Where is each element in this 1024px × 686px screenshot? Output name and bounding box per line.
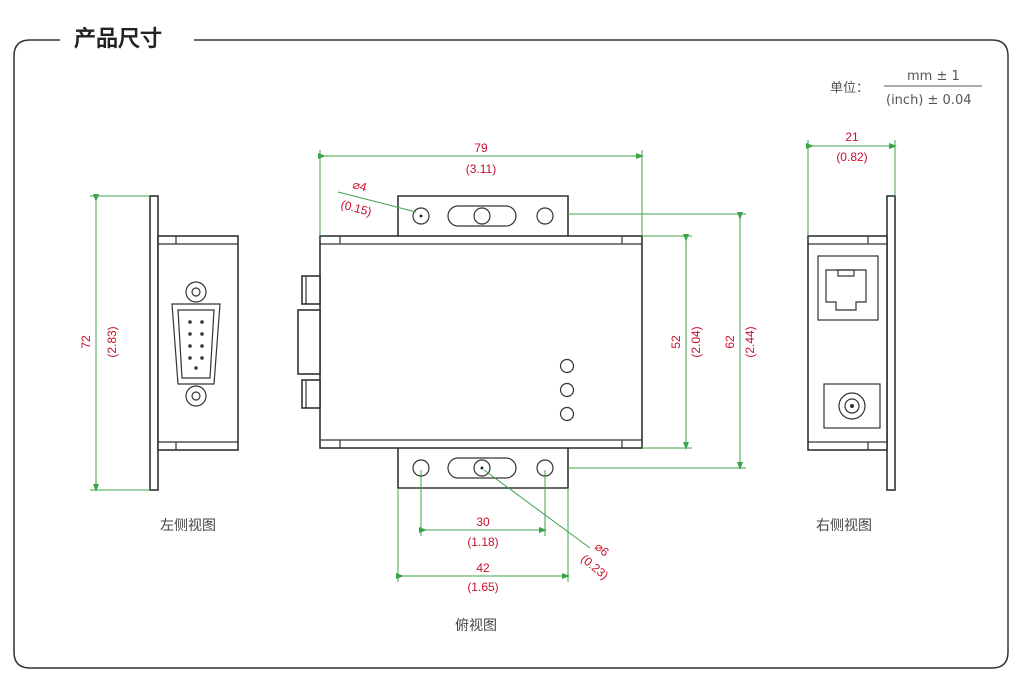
dimension-left-height [90,194,150,492]
caption-left-view: 左侧视图 [160,518,216,534]
dim-total-height-in: (2.44) [743,326,757,357]
dim-width-in: (3.11) [466,162,496,176]
dim-slot-mm: ⌀6 [592,540,612,560]
dimension-total-height [568,212,746,470]
dimension-body-height [642,234,692,450]
dim-left-height-in: (2.83) [105,326,119,357]
dim-hole-spacing-mm: 30 [476,515,490,529]
leader-slot [483,469,591,549]
dim-slot-in: (0.23) [578,552,611,583]
dim-ear-width-in: (1.65) [467,580,498,594]
dimension-hole-spacing [419,470,547,536]
top-view [297,195,643,489]
unit-denominator: (inch) ± 0.04 [886,93,971,108]
right-side-view [807,195,896,491]
dim-body-height-in: (2.04) [689,326,703,357]
leader-hole-top [337,191,417,213]
dim-left-height-mm: 72 [79,335,93,349]
outer-frame [13,39,1009,669]
caption-top-view: 俯视图 [455,618,497,634]
dimension-right-depth [806,140,897,236]
dimension-ear-width [396,488,570,582]
dim-total-height-mm: 62 [723,335,737,349]
dim-body-height-mm: 52 [669,335,683,349]
left-side-view [149,195,239,491]
dim-hole-top-in: (0.15) [339,197,373,219]
caption-right-view: 右侧视图 [816,518,872,534]
unit-numerator: mm ± 1 [907,69,960,84]
dim-hole-spacing-in: (1.18) [467,535,498,549]
dim-right-depth-in: (0.82) [836,150,867,164]
dimension-width [318,150,644,236]
dim-right-depth-mm: 21 [845,130,859,144]
dim-hole-top-mm: ⌀4 [351,177,368,194]
dim-width-mm: 79 [474,141,488,155]
dim-ear-width-mm: 42 [476,561,490,575]
unit-label: 单位： [830,81,869,96]
page-title: 产品尺寸 [74,27,162,52]
